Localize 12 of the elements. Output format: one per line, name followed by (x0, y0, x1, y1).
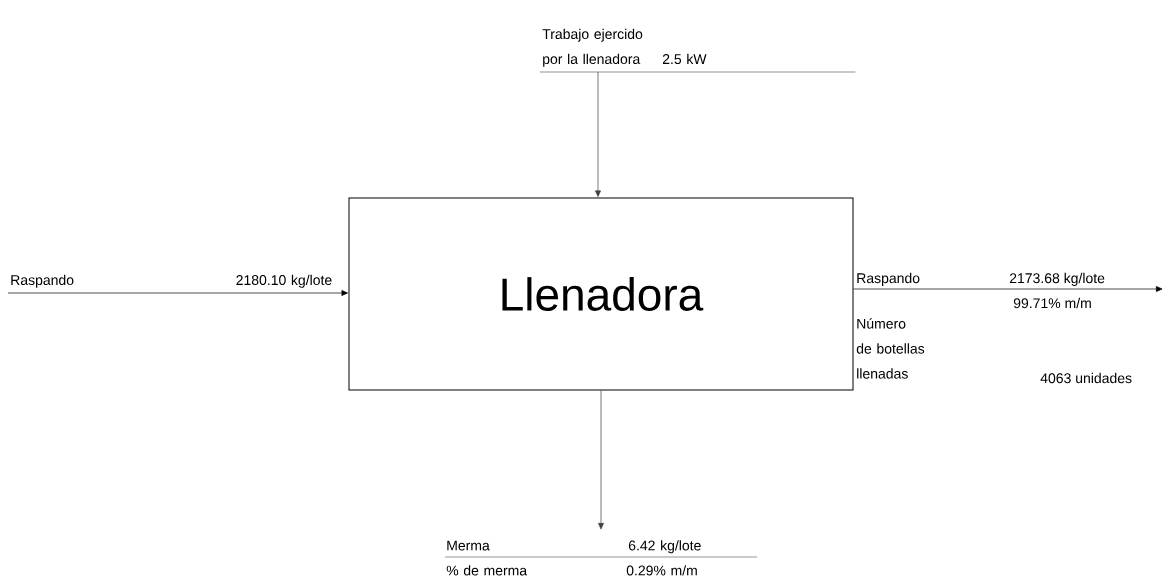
arrow (7, 290, 348, 296)
flow-label: 2173.68 kg/lote (1009, 272, 1105, 286)
flow-label: 99.71% m/m (1013, 297, 1091, 309)
flow-label: Raspando (857, 272, 920, 286)
flow-label: Merma 6.42 kg/lote % de merma 0.29% m/m (444, 540, 758, 576)
process-box: Llenadora (348, 197, 854, 391)
flow-label: 4063 unidades (1040, 372, 1132, 384)
flow-label: Trabajo ejercido por la llenadora 2.5 kW (539, 28, 856, 73)
flow-label: Raspando 2180.10 kg/lote (11, 274, 332, 288)
arrow (595, 71, 601, 197)
arrow (853, 286, 1163, 292)
arrow (598, 390, 604, 530)
